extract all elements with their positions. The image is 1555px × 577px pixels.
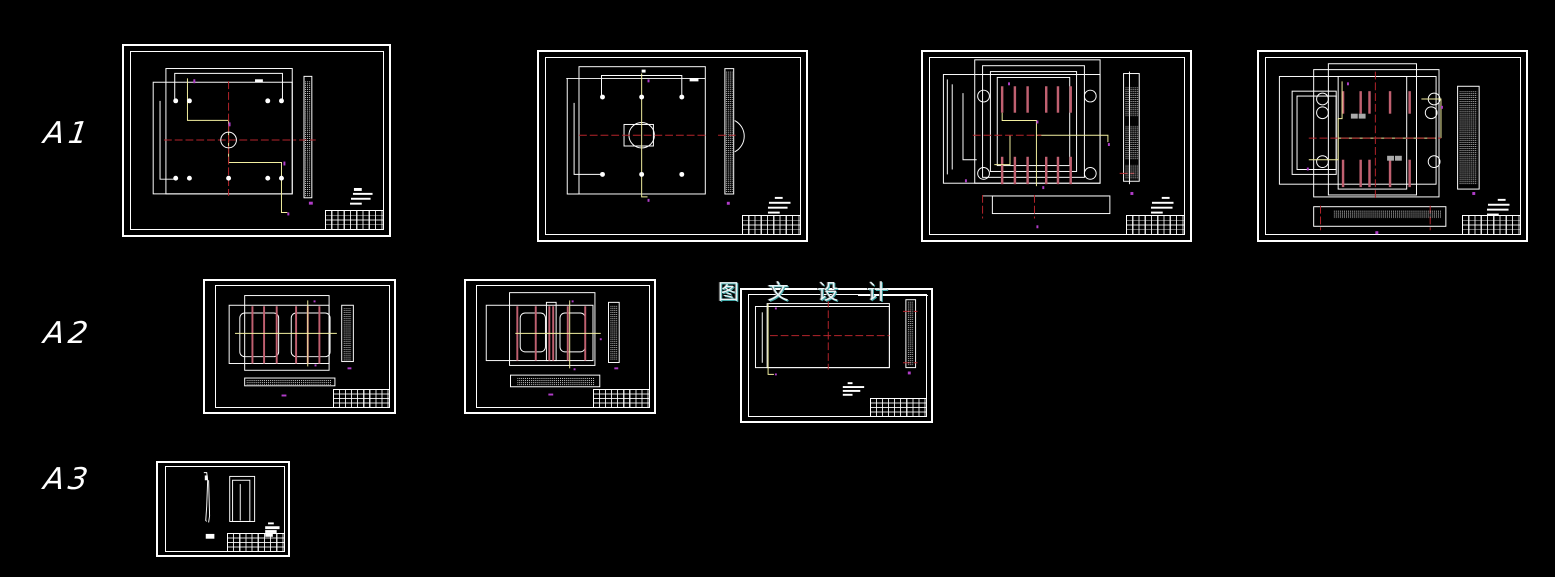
rectangular-plate-drawing [754, 299, 918, 396]
drawing-sheet-a1-1[interactable] [122, 44, 391, 237]
row-label-a3: A3 [41, 462, 95, 497]
watermark-underline [858, 289, 928, 290]
core-plate-drawing [485, 292, 620, 396]
drawing-sheet-a1-4[interactable] [1257, 50, 1528, 242]
drawing-sheet-a2-3[interactable] [740, 288, 933, 423]
mold-assembly-drawing [1278, 63, 1510, 235]
title-block [227, 533, 285, 552]
sheet-inner-border [215, 285, 390, 408]
watermark-underline [858, 295, 928, 296]
title-block [742, 215, 801, 235]
title-block [1462, 215, 1521, 235]
cavity-plate-drawing [228, 295, 354, 397]
title-block [870, 398, 927, 417]
sheet-inner-border [130, 51, 384, 230]
sheet-inner-border [165, 466, 285, 552]
plate-drawing [566, 66, 791, 214]
title-block [593, 389, 650, 408]
row-label-a2: A2 [41, 316, 95, 351]
drawing-sheet-a1-2[interactable] [537, 50, 808, 242]
drawing-sheet-a1-3[interactable] [921, 50, 1192, 242]
row-label-a1: A1 [41, 116, 95, 151]
drawing-sheet-a3-1[interactable] [156, 461, 290, 557]
sheet-inner-border [929, 57, 1185, 235]
cooling-plate-drawing [942, 59, 1174, 229]
title-block [333, 389, 390, 408]
sheet-inner-border [1265, 57, 1521, 235]
drawing-sheet-a2-1[interactable] [203, 279, 396, 414]
title-block [1126, 215, 1185, 235]
watermark-text: 图 文 设 计 [718, 280, 900, 304]
title-block [325, 210, 384, 230]
sheet-inner-border [476, 285, 650, 408]
sheet-inner-border [748, 294, 927, 417]
drawing-sheet-a2-2[interactable] [464, 279, 656, 414]
plate-drawing [152, 68, 373, 216]
sheet-inner-border [545, 57, 801, 235]
